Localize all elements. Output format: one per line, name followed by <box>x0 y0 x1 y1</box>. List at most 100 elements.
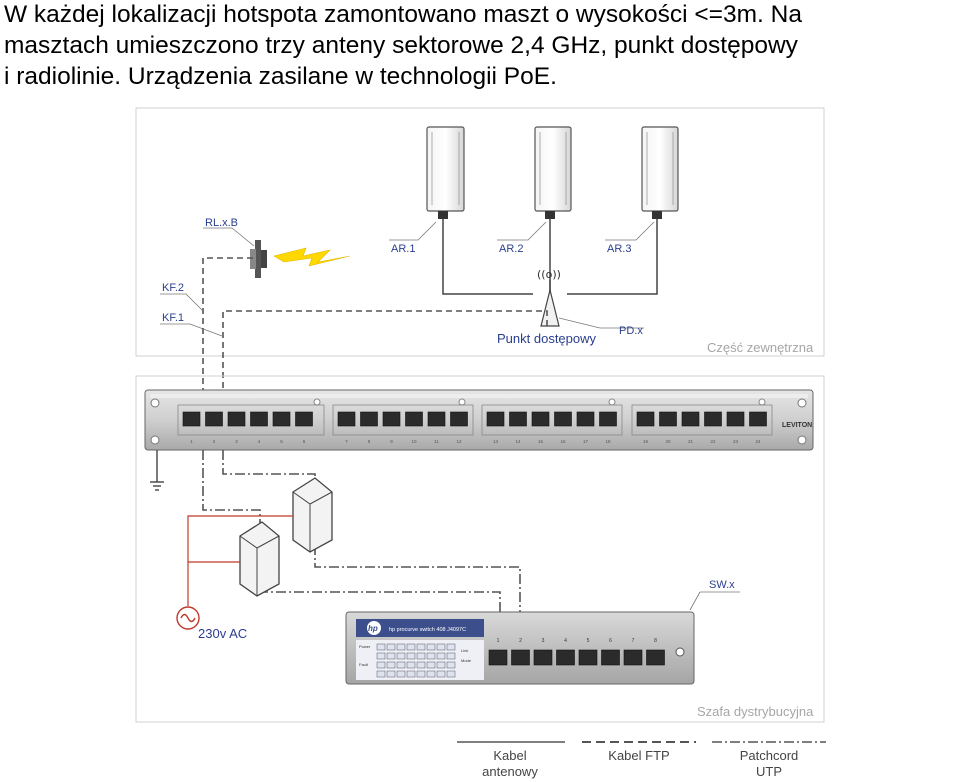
switch-led <box>406 652 416 660</box>
patch-panel-port-number: 7 <box>345 439 348 444</box>
patch-panel-port <box>636 411 655 427</box>
patch-panel-port <box>405 411 423 427</box>
power-source <box>176 606 200 630</box>
wifi-symbol: ((o)) <box>537 268 561 281</box>
label-ar2: AR.2 <box>499 243 523 255</box>
patch-panel-port-number: 16 <box>560 439 566 444</box>
switch-led <box>416 652 426 660</box>
switch-hp-logo: hp <box>368 624 378 633</box>
switch-led <box>426 643 436 651</box>
patch-panel-port-number: 10 <box>411 439 417 444</box>
patch-panel-port <box>450 411 468 427</box>
label-rl: RL.x.B <box>205 217 238 229</box>
label-swx: SW.x <box>709 579 735 591</box>
kf2-label-leader <box>160 293 203 311</box>
patch-panel-port <box>427 411 446 427</box>
switch-port <box>488 649 508 666</box>
switch-led <box>396 670 406 678</box>
label-pdx: PD.x <box>619 325 643 337</box>
switch-port-number: 5 <box>587 638 590 644</box>
cabinet-frame <box>135 375 825 723</box>
switch-port-number: 3 <box>542 638 545 644</box>
switch-port <box>511 649 530 666</box>
switch-label-leader <box>689 591 740 611</box>
sector-antenna-1 <box>426 126 465 219</box>
ftp-cables <box>202 257 548 426</box>
label-kf1: KF.1 <box>162 312 184 324</box>
patch-panel-port-number: 24 <box>755 439 761 444</box>
caption-line-1: W każdej lokalizacji hotspota zamontowan… <box>4 1 802 28</box>
patch-panel-port <box>749 411 767 427</box>
radio-link-bolt <box>273 247 351 267</box>
patch-panel-port-number: 2 <box>213 439 216 444</box>
switch-model: hp procurve switch 408 J4097C <box>389 627 466 633</box>
sector-antenna-2 <box>534 126 572 219</box>
switch-port-number: 6 <box>609 638 612 644</box>
patch-panel-port-number: 1 <box>190 439 193 444</box>
caption-line-2: masztach umieszczono trzy anteny sektoro… <box>4 32 798 59</box>
switch-led <box>386 652 396 660</box>
switch-port <box>623 649 643 666</box>
switch-led <box>396 652 406 660</box>
power-cables <box>187 515 293 606</box>
patch-panel-port-number: 22 <box>710 439 716 444</box>
patch-panel-port <box>726 411 745 427</box>
switch-port <box>556 649 575 666</box>
label-ar1: AR.1 <box>391 243 415 255</box>
patch-panel-port <box>382 411 401 427</box>
switch-led <box>426 670 436 678</box>
switch-led <box>386 670 396 678</box>
patch-panel-port-number: 14 <box>515 439 521 444</box>
legend: Kabel antenowy Kabel FTP Patchcord UTP <box>457 741 826 779</box>
switch-led <box>446 661 456 669</box>
patch-panel-brand: LEVITON <box>782 422 812 429</box>
switch-port-number: 4 <box>564 638 567 644</box>
patch-panel-port-number: 6 <box>303 439 306 444</box>
ap-label-leader <box>558 317 644 329</box>
switch-port-number: 8 <box>654 638 657 644</box>
switch-led <box>446 670 456 678</box>
switch-port <box>601 649 620 666</box>
patch-panel-port-number: 20 <box>665 439 671 444</box>
switch-led <box>396 661 406 669</box>
patch-panel-port <box>182 411 201 427</box>
patch-panel-port-number: 11 <box>434 439 439 444</box>
poe-injector-2 <box>239 521 280 597</box>
patch-panel-port <box>554 411 572 427</box>
patch-panel-port <box>486 411 505 427</box>
patch-panel-port <box>531 411 550 427</box>
patch-panel-port <box>360 411 378 427</box>
switch-led <box>416 643 426 651</box>
patch-panel-port <box>576 411 595 427</box>
caption: W każdej lokalizacji hotspota zamontowan… <box>4 0 960 92</box>
switch-led <box>436 652 446 660</box>
poe-injector-1 <box>292 477 333 553</box>
patch-panel-port <box>272 411 291 427</box>
legend-antenna-line1: Kabel <box>493 748 526 763</box>
patch-panel-port <box>295 411 313 427</box>
patch-panel-port-number: 19 <box>643 439 649 444</box>
legend-ftp: Kabel FTP <box>608 748 669 763</box>
switch-led <box>406 661 416 669</box>
patch-panel-port-number: 17 <box>583 439 589 444</box>
switch-led-power: Power <box>359 644 371 649</box>
label-power: 230v AC <box>198 626 247 641</box>
switch-port-number: 7 <box>632 638 635 644</box>
switch-led <box>376 643 386 651</box>
switch-led <box>436 670 446 678</box>
switch-led <box>376 670 386 678</box>
patch-panel-port-number: 4 <box>258 439 261 444</box>
patch-panel-port <box>681 411 700 427</box>
rl-label-leader <box>203 227 255 247</box>
switch-led <box>386 661 396 669</box>
switch-led <box>446 652 456 660</box>
switch-mode-link: Link <box>461 648 468 653</box>
network-switch: hp hp procurve switch 408 J4097C Power F… <box>345 611 695 685</box>
label-ap: Punkt dostępowy <box>497 331 597 346</box>
legend-utp-line1: Patchcord <box>740 748 799 763</box>
switch-port <box>578 649 598 666</box>
switch-led <box>406 670 416 678</box>
patch-panel-port <box>509 411 527 427</box>
access-point: ((o)) <box>537 268 561 327</box>
